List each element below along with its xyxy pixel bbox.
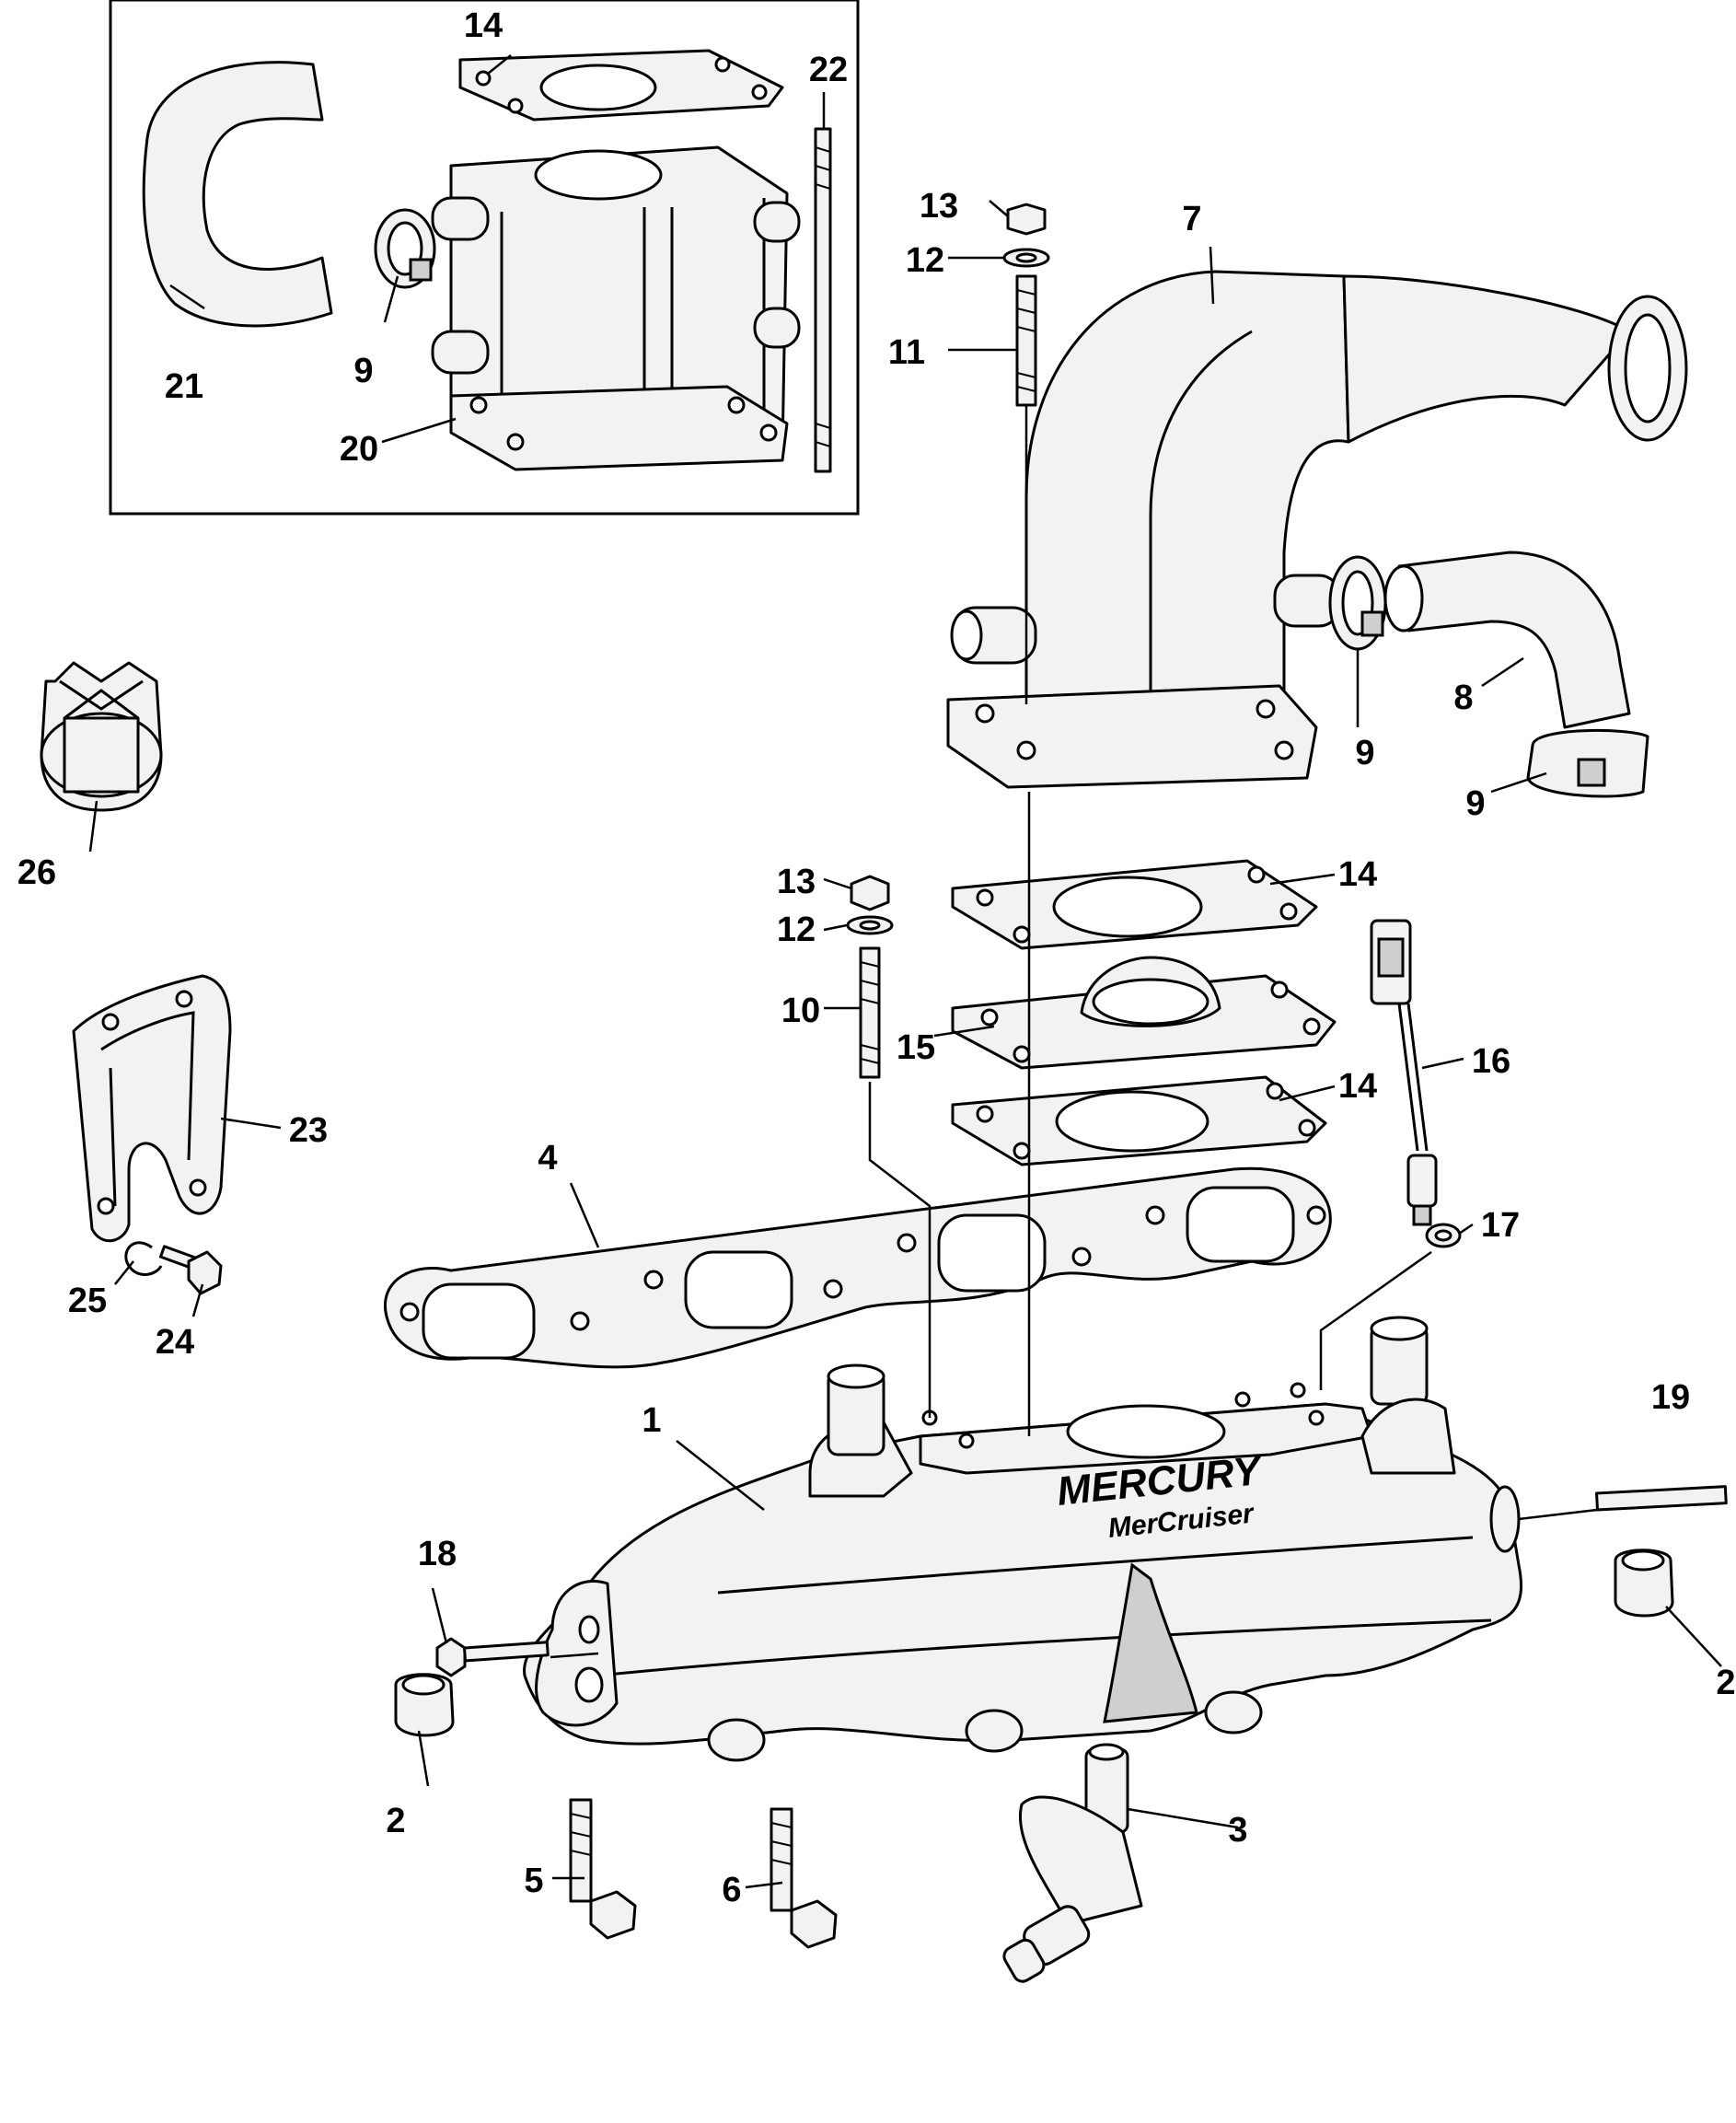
part-18-bolt: [435, 1637, 550, 1677]
callout-14-inset: 14: [464, 6, 503, 45]
part-24-bolt: [158, 1245, 223, 1295]
callout-14-upper: 14: [1338, 855, 1377, 894]
callout-14-lower: 14: [1338, 1067, 1377, 1106]
callout-13-upper: 13: [920, 187, 958, 226]
part-14-gasket-upper: [951, 859, 1318, 950]
part-9-clamp-upper: [1328, 555, 1387, 651]
part-20-riser-block: [431, 145, 801, 471]
callout-13-lower: 13: [777, 863, 816, 901]
part-26-cap: [40, 661, 163, 812]
part-9-clamp-inset: [374, 208, 436, 289]
callout-12-upper: 12: [906, 241, 944, 280]
callout-11: 11: [888, 333, 925, 372]
callout-25: 25: [68, 1282, 107, 1320]
part-9-clamp-lower: [1526, 728, 1649, 798]
part-14-gasket-inset: [458, 49, 784, 122]
leader-lines: [88, 54, 1722, 1889]
part-14-gasket-lower: [951, 1075, 1327, 1166]
callout-12-lower: 12: [777, 911, 816, 949]
part-5-bolt: [569, 1798, 637, 1940]
part-13-nut-upper: [1006, 203, 1047, 236]
callout-23: 23: [289, 1111, 328, 1150]
callout-16: 16: [1472, 1042, 1510, 1081]
callout-9-inset: 9: [353, 352, 373, 390]
part-19-stud: [1595, 1485, 1728, 1512]
callout-6: 6: [722, 1871, 741, 1909]
part-15-spacer-gasket: [951, 956, 1337, 1070]
part-8-hose: [1383, 551, 1631, 729]
callout-18: 18: [418, 1535, 457, 1573]
part-16-sensor: [1370, 919, 1438, 1226]
callout-2-right: 2: [1716, 1664, 1735, 1702]
part-12-washer-upper: [1002, 248, 1050, 268]
part-22-long-stud: [814, 127, 832, 473]
callout-1: 1: [642, 1401, 661, 1440]
part-11-stud-upper: [1015, 274, 1037, 407]
part-12-washer-lower: [846, 915, 894, 935]
part-3-elbow-fitting: [1002, 1743, 1143, 1983]
callout-2-left: 2: [386, 1802, 405, 1840]
callout-3: 3: [1228, 1811, 1247, 1850]
part-6-bolt: [770, 1807, 838, 1949]
callout-22: 22: [809, 51, 848, 89]
part-10-stud-lower: [859, 946, 881, 1079]
callout-4: 4: [538, 1139, 557, 1178]
callout-17: 17: [1481, 1206, 1520, 1245]
part-17-washer: [1425, 1223, 1462, 1248]
callout-10: 10: [781, 992, 820, 1030]
part-7-exhaust-elbow: [946, 270, 1688, 789]
part-2-plug-right: [1614, 1549, 1674, 1618]
callout-labels: 14 22 21 9 20 13 12 11 7 8 9 9 26 13 12 …: [17, 6, 1736, 1909]
callout-9-lower: 9: [1465, 784, 1485, 823]
callout-5: 5: [524, 1862, 543, 1900]
callout-7: 7: [1182, 200, 1201, 238]
inset-frame: [109, 0, 860, 516]
part-4-exhaust-gasket: [384, 1166, 1332, 1369]
callout-21: 21: [165, 367, 203, 406]
part-25-lock-washer: [124, 1241, 163, 1276]
callout-15: 15: [897, 1028, 935, 1067]
callout-20: 20: [340, 430, 378, 469]
part-23-cover-plate: [72, 974, 232, 1243]
callout-24: 24: [156, 1323, 194, 1362]
part-13-nut-lower: [850, 875, 890, 911]
part-2-plug-left: [394, 1673, 455, 1737]
callout-8: 8: [1453, 679, 1473, 717]
callout-19: 19: [1651, 1378, 1690, 1417]
part-21-u-hose: [142, 61, 333, 328]
callout-26: 26: [17, 853, 56, 892]
callout-9-upper: 9: [1355, 734, 1374, 772]
part-1-exhaust-manifold: [523, 1316, 1523, 1762]
